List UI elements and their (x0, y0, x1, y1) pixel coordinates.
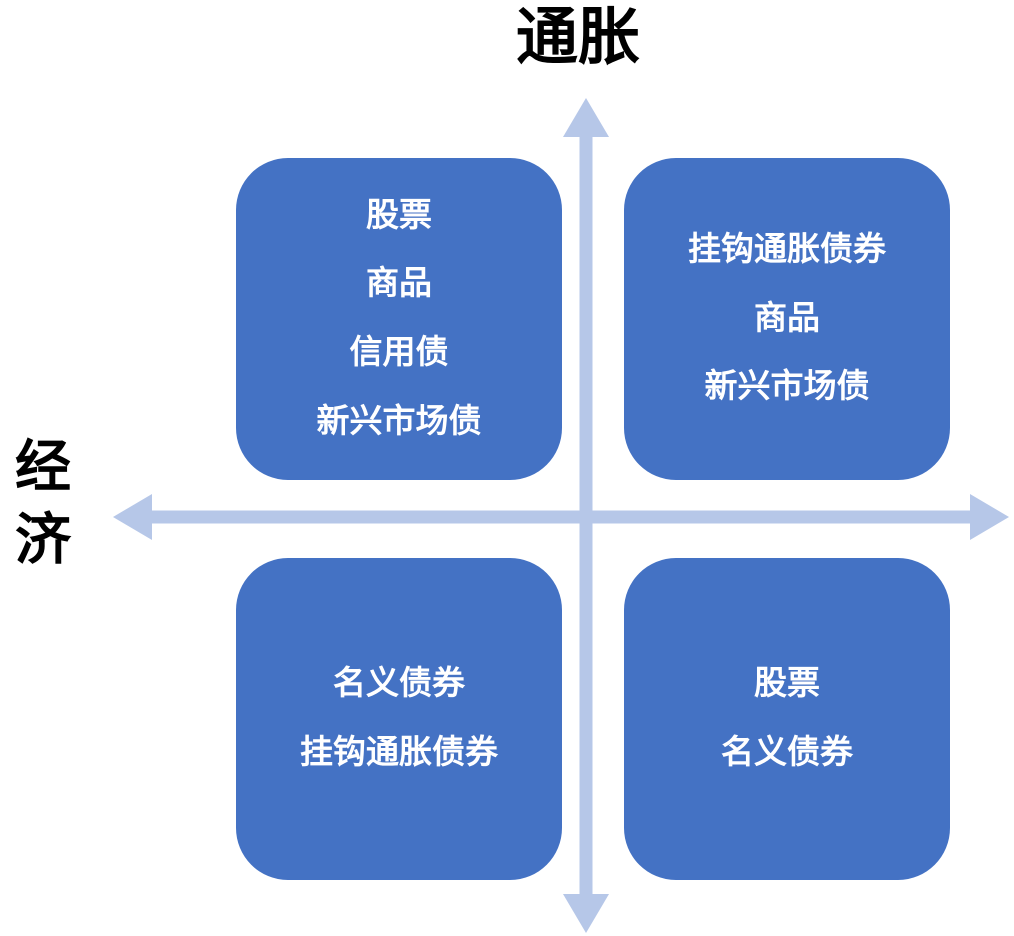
arrowhead-right-icon (970, 494, 1009, 540)
quadrant-line: 信用债 (349, 335, 449, 371)
quadrant-line: 新兴市场债 (704, 369, 870, 406)
quadrant-bottom-left: 名义债券 挂钩通胀债券 (236, 558, 562, 880)
vertical-axis-label: 通胀 (515, 4, 641, 72)
quadrant-line: 名义债券 (333, 666, 465, 703)
arrowhead-down-icon (563, 894, 609, 933)
horizontal-axis-label: 经济 (15, 437, 71, 572)
quadrant-bottom-right: 股票 名义债券 (624, 558, 950, 880)
quadrant-line: 挂钩通胀债券 (688, 232, 886, 269)
quadrant-line: 股票 (366, 197, 432, 234)
quadrant-line: 挂钩通胀债券 (300, 735, 498, 771)
quadrant-line: 股票 (754, 666, 820, 703)
quadrant-line: 商品 (366, 266, 432, 303)
quadrant-line: 商品 (754, 300, 820, 337)
quadrant-top-right: 挂钩通胀债券 商品 新兴市场债 (624, 158, 950, 480)
arrowhead-up-icon (563, 98, 609, 137)
quadrant-top-left: 股票 商品 信用债 新兴市场债 (236, 158, 562, 480)
horizontal-axis-arrow (113, 494, 1009, 540)
arrowhead-left-icon (113, 494, 152, 540)
quadrant-line: 新兴市场债 (316, 403, 482, 440)
quadrant-line: 名义债券 (721, 735, 853, 771)
